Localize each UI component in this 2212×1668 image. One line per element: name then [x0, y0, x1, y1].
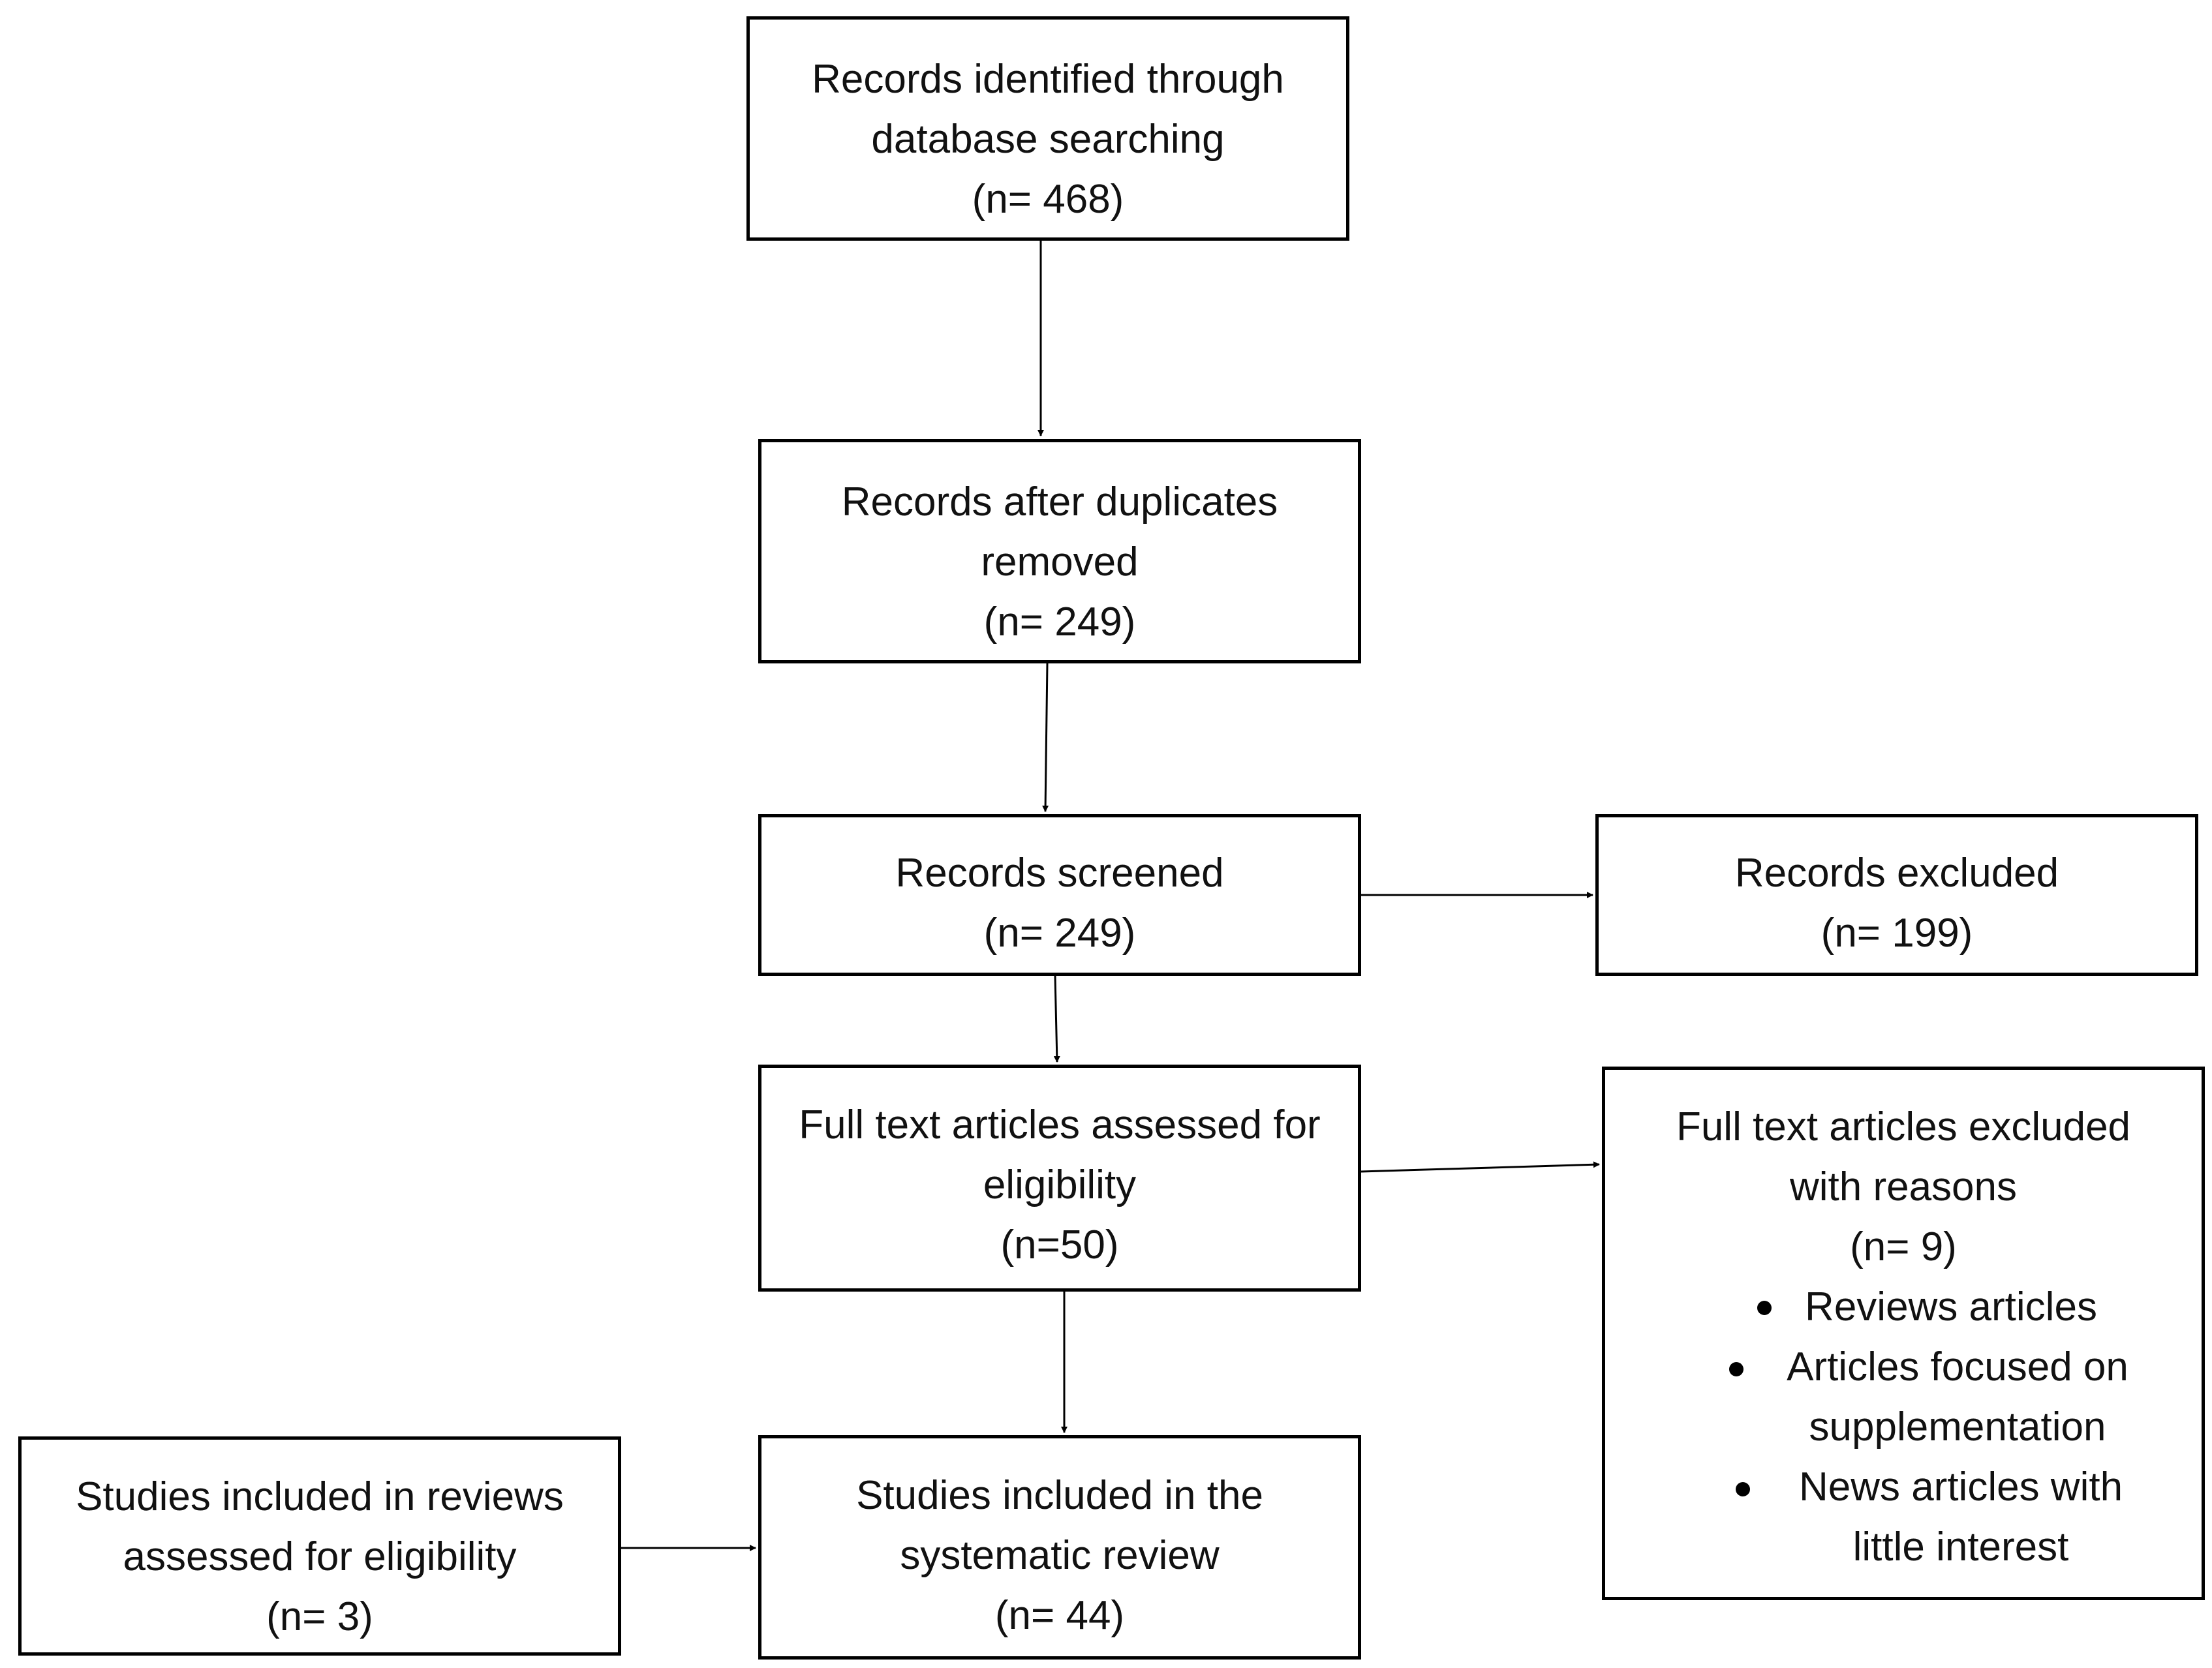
full-text-assessed-label-line-2: eligibility — [983, 1162, 1137, 1207]
arrow-dedup-to-screened — [1042, 663, 1049, 812]
exclusion-reason-item: News articles with little interest — [1605, 1457, 2202, 1577]
exclusion-reason-list: Reviews articles Articles focused on sup… — [1605, 1277, 2202, 1577]
records-excluded-label: Records excluded — [1734, 851, 2059, 896]
records-screened-label: Records screened — [895, 851, 1224, 896]
records-screened-count: (n= 249) — [983, 911, 1136, 956]
studies-in-reviews-box: Studies included in reviews assessed for… — [18, 1436, 621, 1656]
connector-layer — [621, 241, 1600, 1551]
records-after-duplicates-count: (n= 249) — [983, 599, 1136, 644]
bullet-icon — [1736, 1482, 1750, 1496]
exclusion-reason-line: little interest — [1852, 1524, 2069, 1569]
exclusion-reason-item: Articles focused on supplementation — [1605, 1337, 2202, 1457]
full-text-assessed-box: Full text articles assessed for eligibil… — [758, 1065, 1361, 1292]
studies-included-label-line-2: systematic review — [900, 1533, 1220, 1578]
exclusion-reason-line: supplementation — [1809, 1404, 2106, 1449]
records-after-duplicates-label-line-2: removed — [981, 539, 1139, 584]
records-identified-count: (n= 468) — [972, 177, 1124, 222]
records-excluded-box: Records excluded (n= 199) — [1595, 814, 2198, 976]
studies-included-box: Studies included in the systematic revie… — [758, 1435, 1361, 1660]
exclusion-reason-line: Reviews articles — [1805, 1284, 2097, 1329]
records-excluded-count: (n= 199) — [1820, 911, 1973, 956]
studies-included-count: (n= 44) — [994, 1593, 1125, 1638]
records-identified-label-line-1: Records identified through — [812, 57, 1284, 102]
full-text-excluded-label-line-1: Full text articles excluded — [1676, 1104, 2131, 1149]
exclusion-reason-item: Reviews articles — [1605, 1277, 2202, 1337]
studies-in-reviews-label-line-2: assessed for eligibility — [123, 1534, 517, 1579]
arrow-fulltext-to-ft_excluded — [1360, 1161, 1600, 1173]
records-after-duplicates-box: Records after duplicates removed (n= 249… — [758, 439, 1361, 663]
exclusion-reason-line: News articles with — [1798, 1464, 2123, 1509]
records-after-duplicates-label-line-1: Records after duplicates — [841, 479, 1278, 524]
full-text-excluded-count: (n= 9) — [1850, 1224, 1957, 1269]
full-text-excluded-box: Full text articles excluded with reasons… — [1602, 1067, 2205, 1600]
full-text-assessed-label-line-1: Full text articles assessed for — [799, 1102, 1321, 1147]
records-identified-box: Records identified through database sear… — [746, 16, 1349, 241]
studies-included-label-line-1: Studies included in the — [856, 1473, 1263, 1518]
records-identified-label-line-2: database searching — [871, 117, 1225, 162]
studies-in-reviews-label-line-1: Studies included in reviews — [76, 1474, 564, 1519]
full-text-excluded-label-line-2: with reasons — [1789, 1164, 2018, 1209]
full-text-assessed-count: (n=50) — [1000, 1222, 1119, 1267]
bullet-icon — [1729, 1362, 1743, 1376]
exclusion-reason-line: Articles focused on — [1787, 1344, 2128, 1389]
arrow-screened-to-fulltext — [1053, 975, 1060, 1063]
records-screened-box: Records screened (n= 249) — [758, 814, 1361, 976]
studies-in-reviews-count: (n= 3) — [266, 1594, 373, 1639]
bullet-icon — [1757, 1301, 1772, 1315]
